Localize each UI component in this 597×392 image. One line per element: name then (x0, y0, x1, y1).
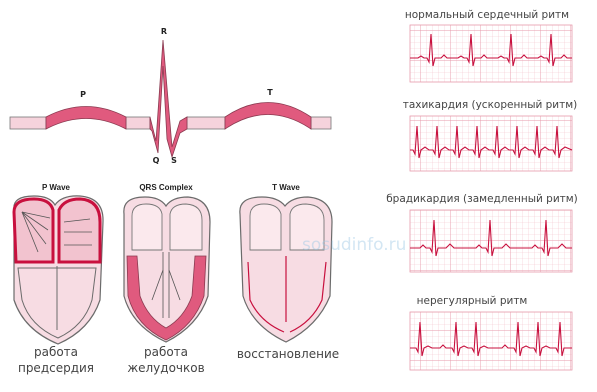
rhythm-strips: нормальный сердечный ритм тахикардия (ус… (386, 9, 578, 370)
ecg-grid (410, 25, 572, 82)
heart-caption-qrs-1: работа (144, 345, 188, 359)
rhythm-title-brady: брадикардия (замедленный ритм) (386, 193, 578, 205)
label-t: T (267, 88, 273, 97)
heart-caption-p-1: работа (34, 345, 78, 359)
label-p: P (80, 90, 86, 99)
heart-title-p: P Wave (42, 183, 71, 192)
baseline-left (10, 117, 46, 129)
rhythm-strip-normal: нормальный сердечный ритм (405, 9, 572, 82)
baseline-right (311, 117, 331, 129)
heart-p-wave: P Wave работа предсердия (14, 183, 103, 375)
pqrst-complex: P R Q S T (10, 27, 331, 165)
ecg-grid (410, 116, 572, 171)
label-q: Q (153, 156, 160, 165)
rhythm-strip-irregular: нерегулярный ритм (410, 295, 572, 370)
right-atrium (59, 199, 100, 262)
t-wave (225, 103, 311, 130)
baseline-st (187, 117, 225, 129)
qrs-complex (150, 40, 187, 157)
rhythm-strip-brady: брадикардия (замедленный ритм) (386, 193, 578, 272)
heart-title-qrs: QRS Complex (139, 183, 193, 192)
watermark: sosudinfo.ru (302, 235, 406, 255)
ecg-grid (410, 312, 572, 370)
heart-title-t: T Wave (272, 183, 300, 192)
p-wave (46, 107, 126, 130)
label-s: S (171, 156, 177, 165)
heart-t-wave: T Wave восстановление (237, 183, 339, 361)
heart-qrs-complex: QRS Complex работа желудочков (124, 183, 210, 375)
left-atrium (14, 199, 53, 262)
baseline-pr (126, 117, 150, 129)
rhythm-title-irregular: нерегулярный ритм (417, 295, 528, 307)
heart-caption-p-2: предсердия (18, 361, 94, 375)
label-r: R (161, 27, 167, 36)
heart-caption-qrs-2: желудочков (127, 361, 204, 375)
rhythm-title-tachy: тахикардия (ускоренный ритм) (403, 99, 578, 111)
heart-caption-t-1: восстановление (237, 347, 339, 361)
rhythm-strip-tachy: тахикардия (ускоренный ритм) (403, 99, 578, 171)
rhythm-title-normal: нормальный сердечный ритм (405, 9, 569, 21)
